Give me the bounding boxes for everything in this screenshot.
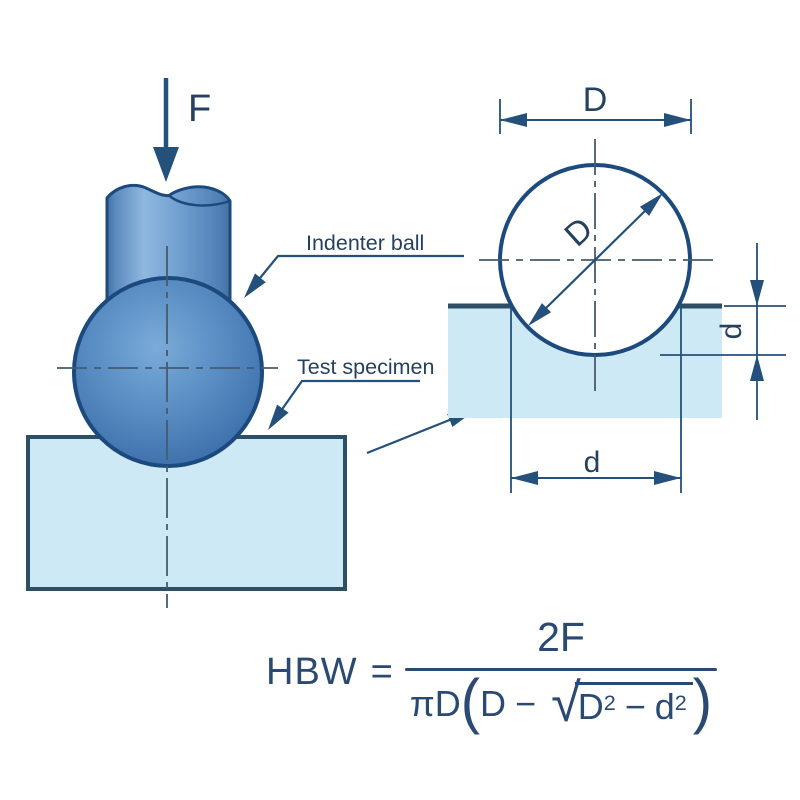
formula-fraction: 2F πD(D−√D2−d2): [405, 614, 717, 737]
indent-depth-label: d: [715, 323, 748, 340]
depth-arrow-up: [750, 355, 764, 381]
diagonal-arrowhead-lower: [528, 303, 552, 326]
radical-sign: √: [551, 672, 581, 733]
indenter-ball-label: Indenter ball: [306, 231, 424, 255]
d-dim-arrow-right: [664, 113, 691, 127]
specimen-leader-line: [270, 379, 420, 426]
specimen-leader-arrowhead: [268, 404, 289, 430]
depth-arrow-down: [750, 280, 764, 306]
diagonal-diameter-line: [542, 207, 649, 312]
radicand: D2−d2: [574, 681, 693, 727]
rad-d: d: [654, 685, 675, 727]
ball-diameter-label: D: [583, 81, 608, 119]
shaft-break-edge: [168, 194, 231, 207]
hbw-formula: HBW = 2F πD(D−√D2−d2): [266, 594, 717, 750]
formula-lhs: HBW: [266, 650, 358, 693]
fraction-bar: [405, 668, 717, 672]
indent-diameter-label: d: [584, 446, 601, 479]
rad-D-sup: 2: [603, 689, 616, 715]
indent-dim-arrow-right: [654, 471, 681, 485]
minus-sign: −: [515, 682, 537, 724]
section-pointer-line: [366, 413, 463, 455]
formula-numerator: 2F: [537, 614, 585, 661]
square-root: √D2−d2: [551, 672, 693, 733]
force-arrow-head: [153, 147, 179, 182]
force-label: F: [188, 88, 211, 130]
formula-denominator: πD(D−√D2−d2): [409, 667, 713, 737]
open-paren: (: [460, 667, 481, 737]
indenter-leader-arrowhead: [244, 273, 266, 298]
denom-D: D: [480, 682, 507, 724]
d-dim-arrow-left: [500, 113, 527, 127]
rad-D: D: [577, 685, 604, 727]
diagonal-arrowhead-upper: [639, 193, 663, 216]
indenter-ball: [72, 276, 264, 468]
indent-dim-arrow-left: [511, 471, 538, 485]
formula-equals: =: [370, 650, 393, 693]
rad-d-sup: 2: [674, 689, 687, 715]
test-specimen-label: Test specimen: [297, 355, 434, 379]
close-paren: ): [692, 667, 713, 737]
denom-pi-d: πD: [409, 682, 461, 724]
indenter-leader-line: [246, 254, 464, 295]
rad-minus: −: [624, 685, 646, 727]
